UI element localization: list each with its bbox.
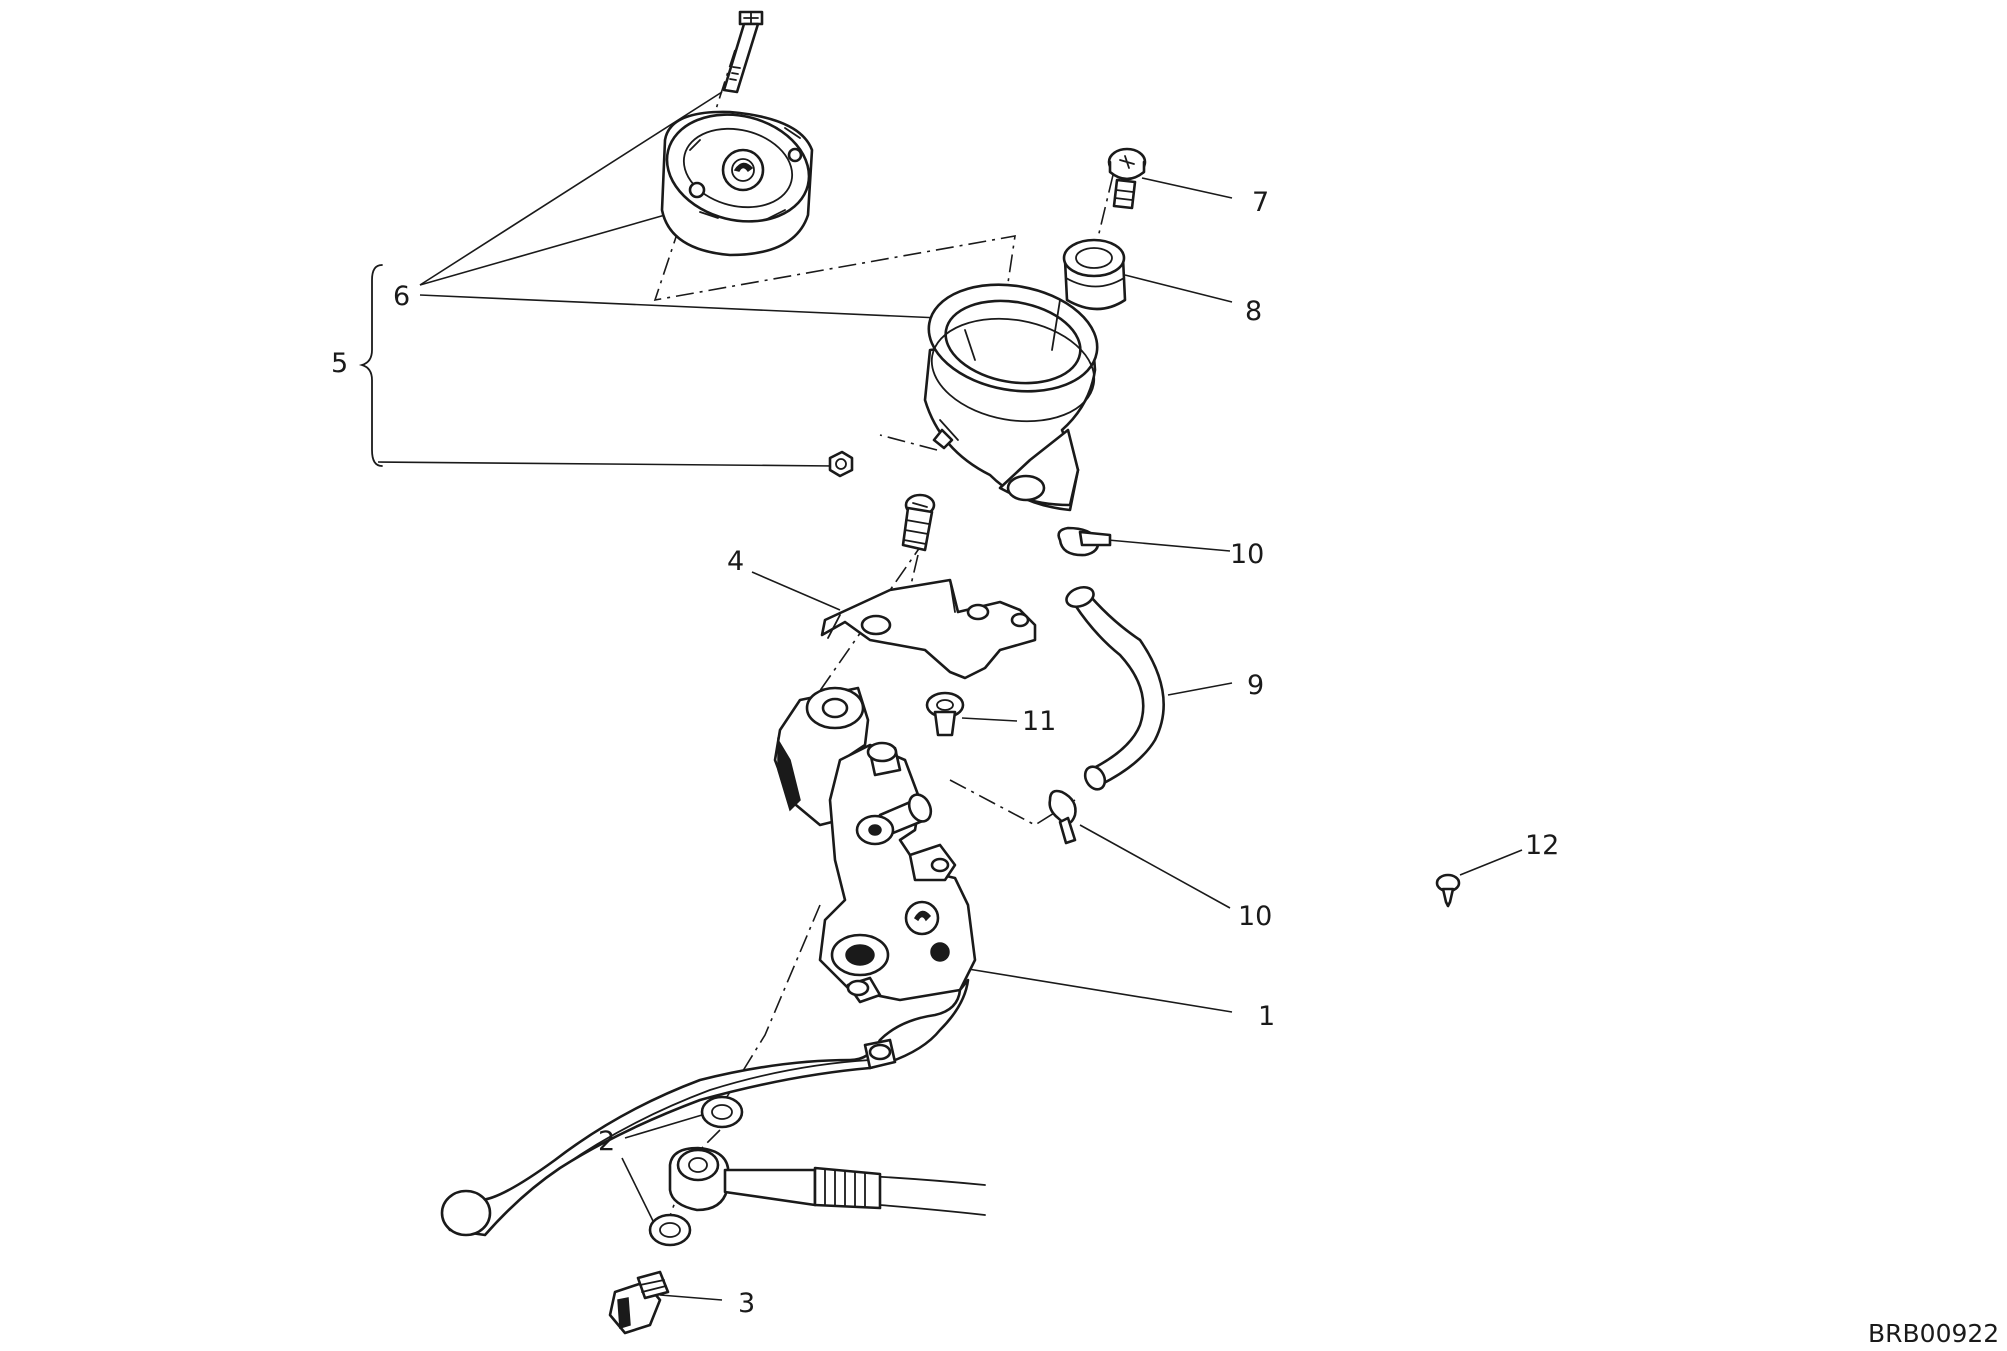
callout-6: 6 — [393, 281, 410, 312]
push-clip — [1435, 873, 1461, 908]
bleed-screw — [1107, 147, 1147, 210]
callout-9: 9 — [1247, 670, 1264, 701]
callout-2: 2 — [598, 1126, 615, 1157]
banjo-bolt — [608, 1270, 670, 1335]
small-nut — [828, 450, 854, 478]
group-bracket — [358, 264, 383, 467]
hose — [1065, 585, 1165, 791]
callout-4: 4 — [727, 546, 744, 577]
leader-lines — [377, 91, 1523, 1301]
master-cylinder — [773, 686, 977, 1004]
cap-screw — [722, 10, 764, 94]
callout-7: 7 — [1252, 187, 1269, 218]
callout-8: 8 — [1245, 296, 1262, 327]
reservoir-cap — [660, 110, 814, 257]
hose-clamp-top — [1057, 526, 1112, 557]
callout-10-bottom: 10 — [1238, 901, 1272, 932]
brake-line — [668, 1146, 986, 1216]
mounting-bracket — [820, 578, 1037, 680]
bracket-bolt — [901, 493, 936, 552]
callout-5: 5 — [331, 348, 348, 379]
hose-clamp-bottom — [1048, 789, 1077, 845]
callout-labels: 1 2 3 4 5 6 7 8 9 10 10 11 12 BRB00922 — [331, 187, 1999, 1348]
callout-3: 3 — [738, 1288, 755, 1319]
reservoir-body — [923, 283, 1099, 512]
washer-upper — [700, 1095, 744, 1129]
reservoir-plug — [1062, 238, 1127, 311]
washer-lower — [648, 1213, 692, 1247]
callout-1: 1 — [1258, 1001, 1275, 1032]
callout-11: 11 — [1022, 706, 1056, 737]
brake-lever — [440, 978, 970, 1237]
drawing-code: BRB00922 — [1868, 1319, 1999, 1348]
callout-10-top: 10 — [1230, 539, 1264, 570]
bracket-screw — [925, 691, 965, 737]
callout-12: 12 — [1525, 830, 1559, 861]
